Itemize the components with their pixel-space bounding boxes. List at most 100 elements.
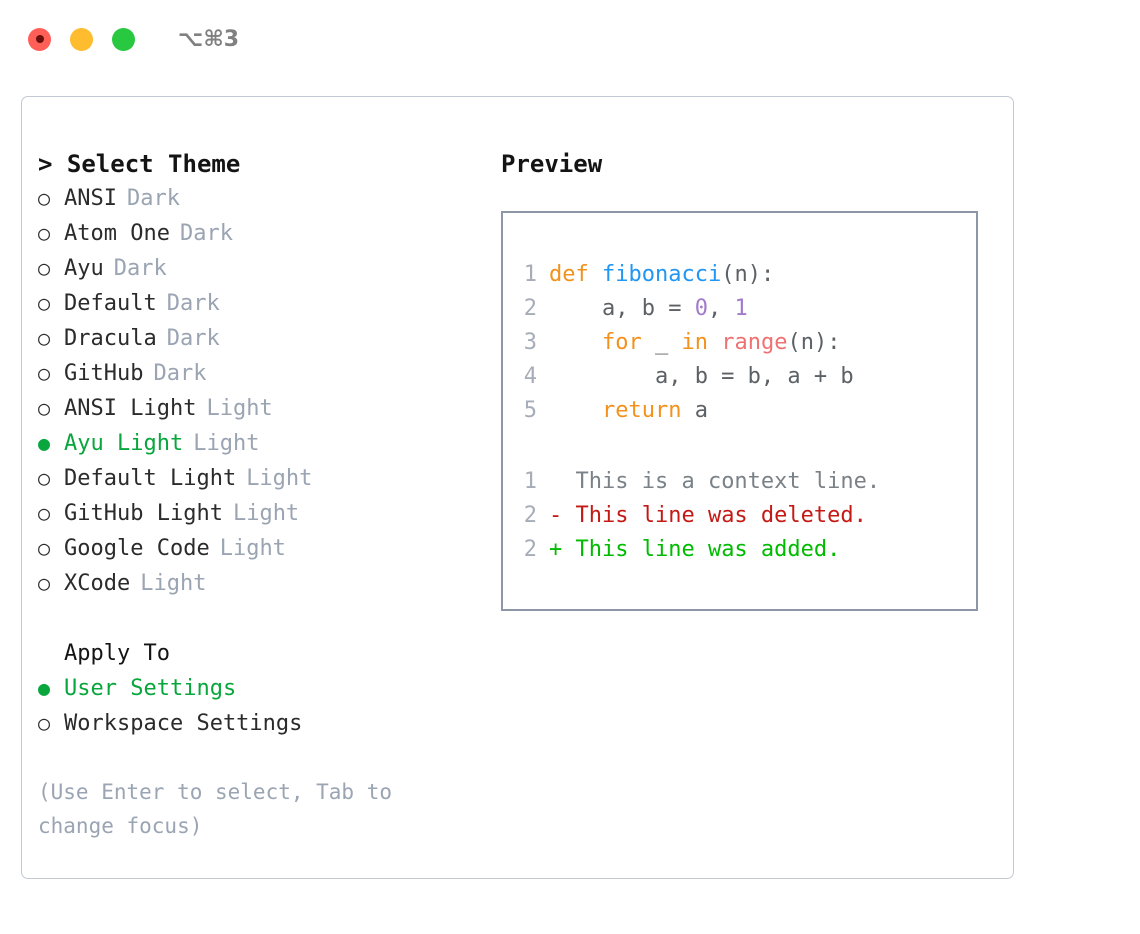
- code-token: [708, 330, 721, 355]
- radio-selected-icon[interactable]: ●: [38, 676, 51, 700]
- close-button-icon[interactable]: [28, 27, 51, 51]
- code-token: _: [641, 330, 682, 355]
- diff-sign: +: [549, 537, 563, 562]
- code-token: [549, 330, 602, 355]
- theme-name-label: Default Light: [64, 466, 237, 491]
- code-token: def: [549, 262, 602, 287]
- minimize-button-icon[interactable]: [70, 27, 93, 51]
- radio-unselected-icon[interactable]: ○: [38, 361, 51, 385]
- theme-variant-tag: Dark: [179, 221, 233, 246]
- radio-unselected-icon[interactable]: ○: [38, 711, 51, 735]
- theme-name-label: XCode: [64, 571, 131, 596]
- theme-variant-tag: Dark: [113, 256, 167, 281]
- code-token: for: [601, 330, 642, 355]
- radio-unselected-icon[interactable]: ○: [38, 186, 51, 210]
- theme-option-row[interactable]: ○ Default Dark: [38, 286, 488, 321]
- apply-to-title: Apply To: [64, 641, 170, 666]
- theme-name-label: ANSI: [64, 186, 117, 211]
- radio-unselected-icon[interactable]: ○: [38, 536, 51, 560]
- line-number: 2: [523, 503, 537, 528]
- line-number: 5: [523, 398, 537, 423]
- theme-name-label: Ayu Light: [64, 431, 184, 456]
- line-number: 2: [523, 296, 537, 321]
- theme-variant-tag: Light: [206, 396, 273, 421]
- theme-variant-tag: Light: [246, 466, 313, 491]
- code-token: ,: [707, 296, 735, 321]
- radio-selected-icon[interactable]: ●: [38, 431, 51, 455]
- theme-name-label: GitHub Light: [64, 501, 223, 526]
- code-token: [549, 398, 602, 423]
- radio-unselected-icon[interactable]: ○: [38, 256, 51, 280]
- apply-to-label: Workspace Settings: [64, 711, 303, 736]
- diff-sign: [549, 469, 562, 494]
- theme-variant-tag: Light: [140, 571, 207, 596]
- code-line: 5 return a: [517, 394, 854, 428]
- keyboard-shortcut-label: ⌥⌘3: [178, 26, 240, 52]
- line-number: 4: [523, 364, 537, 389]
- radio-unselected-icon[interactable]: ○: [38, 221, 51, 245]
- keyboard-hint-text: (Use Enter to select, Tab to change focu…: [38, 780, 405, 838]
- apply-to-label: User Settings: [64, 676, 237, 701]
- theme-variant-tag: Light: [219, 536, 286, 561]
- theme-name-label: ANSI Light: [64, 396, 197, 421]
- code-token: a: [681, 398, 708, 423]
- theme-variant-tag: Light: [193, 431, 260, 456]
- theme-option-row[interactable]: ○ XCode Light: [38, 566, 488, 601]
- code-line: 4 a, b = b, a + b: [517, 360, 854, 394]
- diff-sign: -: [549, 503, 563, 528]
- window-controls: [28, 27, 135, 51]
- code-token: fibonacci: [601, 262, 722, 287]
- theme-option-row[interactable]: ○ ANSI Light Light: [38, 391, 488, 426]
- radio-unselected-icon[interactable]: ○: [38, 326, 51, 350]
- close-dot-icon: [35, 35, 44, 43]
- line-number: 1: [523, 469, 537, 494]
- theme-name-label: Google Code: [64, 536, 210, 561]
- theme-option-row[interactable]: ○ Ayu Dark: [38, 251, 488, 286]
- apply-to-option-row[interactable]: ○ Workspace Settings: [38, 706, 488, 741]
- theme-variant-tag: Dark: [126, 186, 180, 211]
- code-token: (n):: [787, 330, 841, 355]
- code-token: a, b = b, a + b: [549, 364, 854, 389]
- radio-unselected-icon[interactable]: ○: [38, 466, 51, 490]
- radio-unselected-icon[interactable]: ○: [38, 501, 51, 525]
- code-token: return: [601, 398, 682, 423]
- theme-option-row[interactable]: ○ ANSI Dark: [38, 181, 488, 216]
- preview-title: Preview: [501, 150, 603, 178]
- code-line: 2 a, b = 0, 1: [517, 292, 854, 326]
- apply-to-option-row[interactable]: ● User Settings: [38, 671, 488, 706]
- diff-text: This line was deleted.: [562, 503, 867, 528]
- theme-option-row[interactable]: ○ Google Code Light: [38, 531, 488, 566]
- diff-sample: 1 This is a context line. 2- This line wa…: [517, 465, 880, 567]
- theme-option-row[interactable]: ● Ayu Light Light: [38, 426, 488, 461]
- maximize-button-icon[interactable]: [112, 27, 135, 51]
- code-token: 1: [734, 296, 748, 321]
- theme-name-label: Default: [64, 291, 157, 316]
- radio-unselected-icon[interactable]: ○: [38, 571, 51, 595]
- code-token: in: [681, 330, 708, 355]
- apply-to-list: ● User Settings ○ Workspace Settings: [38, 671, 488, 741]
- theme-variant-tag: Light: [232, 501, 300, 526]
- code-token: (n):: [721, 262, 775, 287]
- line-number: 3: [523, 330, 537, 355]
- theme-option-row[interactable]: ○ GitHub Light Light: [38, 496, 488, 531]
- theme-variant-tag: Dark: [166, 291, 220, 316]
- code-line: 3 for _ in range(n):: [517, 326, 854, 360]
- radio-unselected-icon[interactable]: ○: [38, 291, 51, 315]
- theme-name-label: Ayu: [64, 256, 104, 281]
- theme-option-row[interactable]: ○ Default Light Light: [38, 461, 488, 496]
- section-divider: [38, 601, 488, 637]
- diff-text: This line was added.: [562, 537, 841, 562]
- code-token: 0: [694, 296, 708, 321]
- radio-unselected-icon[interactable]: ○: [38, 396, 51, 420]
- diff-line: 2- This line was deleted.: [517, 499, 880, 533]
- diff-text: This is a context line.: [562, 469, 881, 494]
